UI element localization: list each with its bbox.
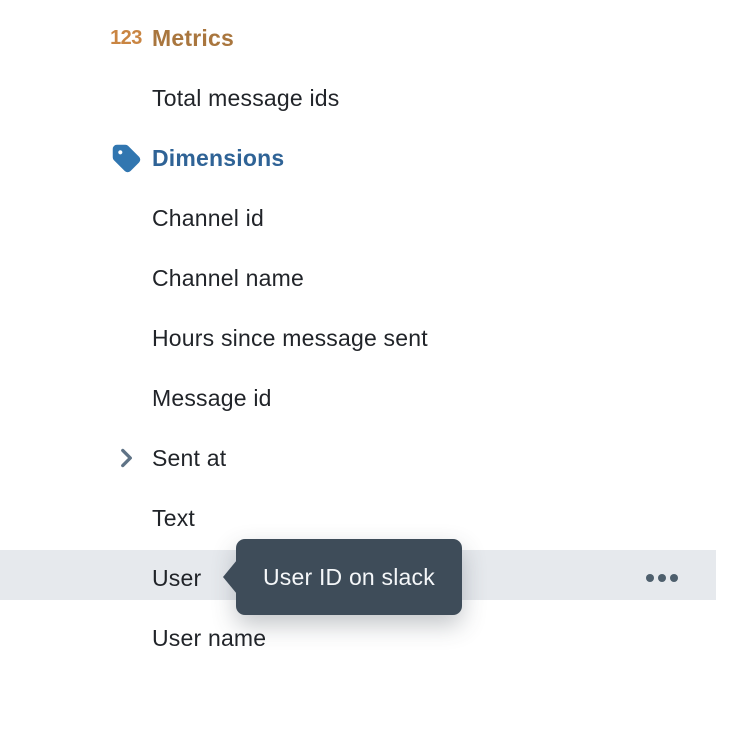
tooltip-text: User ID on slack bbox=[263, 563, 435, 590]
field-label: Hours since message sent bbox=[152, 324, 428, 351]
field-tree: 123 Metrics Total message ids Dimensions… bbox=[0, 8, 736, 668]
field-row-message-id[interactable]: Message id bbox=[0, 368, 736, 428]
section-header-label: Dimensions bbox=[152, 144, 285, 171]
section-header-metrics[interactable]: 123 Metrics bbox=[0, 8, 736, 68]
field-row-channel-id[interactable]: Channel id bbox=[0, 188, 736, 248]
row-menu-ellipsis-icon[interactable] bbox=[646, 574, 678, 582]
field-label: Channel name bbox=[152, 264, 305, 291]
field-label: Channel id bbox=[152, 204, 264, 231]
field-label: Sent at bbox=[152, 444, 227, 471]
tooltip-arrow bbox=[223, 560, 237, 594]
tag-icon bbox=[104, 128, 148, 188]
field-row-total-message-ids[interactable]: Total message ids bbox=[0, 68, 736, 128]
field-row-user-name[interactable]: User name bbox=[0, 608, 736, 668]
chevron-right-icon[interactable] bbox=[104, 428, 148, 488]
section-header-dimensions[interactable]: Dimensions bbox=[0, 128, 736, 188]
field-label: Message id bbox=[152, 384, 272, 411]
field-row-text[interactable]: Text bbox=[0, 488, 736, 548]
field-label: Total message ids bbox=[152, 84, 340, 111]
field-label: User name bbox=[152, 624, 267, 651]
field-row-sent-at[interactable]: Sent at bbox=[0, 428, 736, 488]
field-row-user[interactable]: User User ID on slack bbox=[0, 539, 736, 615]
field-label: Text bbox=[152, 504, 195, 531]
section-header-label: Metrics bbox=[152, 24, 234, 51]
field-row-channel-name[interactable]: Channel name bbox=[0, 248, 736, 308]
field-tooltip: User ID on slack bbox=[223, 539, 462, 615]
field-row-hours-since-message-sent[interactable]: Hours since message sent bbox=[0, 308, 736, 368]
metrics-123-icon: 123 bbox=[110, 26, 142, 49]
field-label: User bbox=[152, 564, 202, 591]
